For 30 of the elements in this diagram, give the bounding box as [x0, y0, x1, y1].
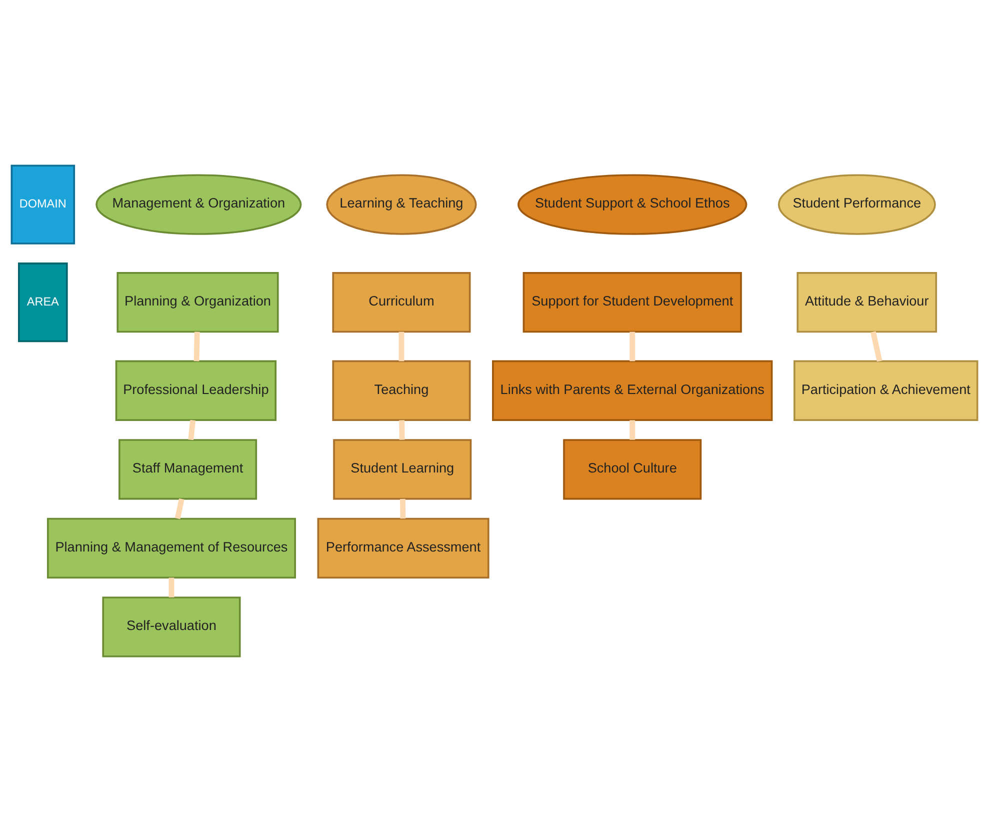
node-box: Attitude & Behaviour	[796, 272, 938, 332]
connector	[870, 330, 882, 362]
node-box: Professional Leadership	[115, 360, 276, 420]
connector	[630, 420, 636, 440]
node-box: Curriculum	[332, 272, 471, 332]
node-box: DOMAIN	[10, 164, 76, 244]
connector	[398, 331, 404, 361]
node-box: Links with Parents & External Organizations	[492, 360, 773, 420]
node-box: Self-evaluation	[102, 596, 241, 657]
node-box: Support for Student Development	[522, 272, 742, 332]
node-box: School Culture	[563, 438, 702, 500]
node-box: AREA	[18, 262, 68, 342]
node-ellipse: Learning & Teaching	[326, 174, 477, 234]
connector	[168, 577, 174, 597]
node-box: Student Learning	[333, 438, 472, 500]
node-box: Performance Assessment	[317, 517, 490, 578]
connector	[630, 331, 636, 361]
node-ellipse: Student Support & School Ethos	[518, 174, 748, 234]
node-ellipse: Management & Organization	[96, 174, 302, 234]
connector	[399, 420, 405, 440]
connector	[174, 498, 184, 519]
node-box: Planning & Management of Resources	[46, 517, 296, 578]
node-box: Staff Management	[118, 438, 258, 500]
node-box: Planning & Organization	[116, 272, 279, 332]
node-box: Teaching	[332, 360, 471, 420]
connector	[400, 498, 406, 518]
node-ellipse: Student Performance	[778, 174, 936, 234]
connector	[188, 419, 196, 440]
connector	[194, 331, 200, 361]
node-box: Participation & Achievement	[794, 360, 978, 420]
